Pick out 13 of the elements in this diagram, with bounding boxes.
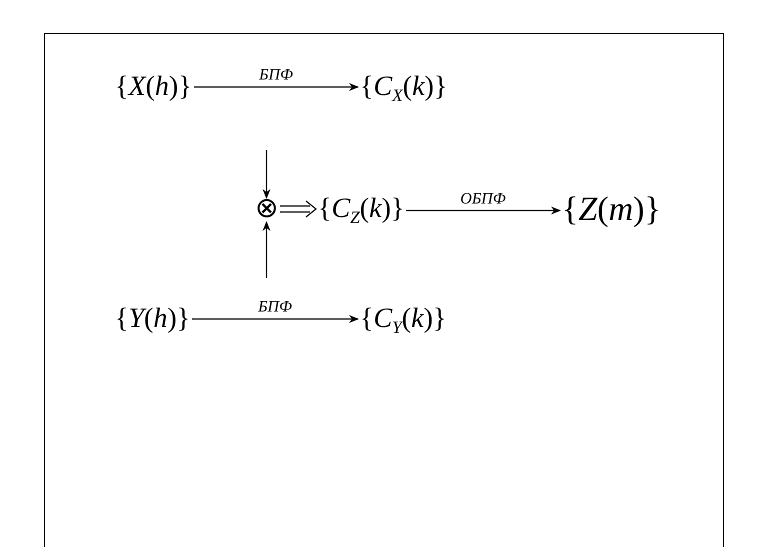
- formula: ⊗: [255, 192, 278, 226]
- arrow: [262, 221, 270, 278]
- arrow: [192, 315, 359, 323]
- formula: {X(h)}: [115, 70, 192, 104]
- formula: {Z(m)}: [562, 190, 661, 231]
- arrow: [406, 206, 561, 214]
- formula: {C$_{X}$(k)}: [360, 70, 448, 107]
- formula: {C$_{Y}$(k)}: [360, 302, 446, 339]
- formula: {C$_{Z}$(k)}: [318, 192, 404, 229]
- double-arrow: [279, 200, 317, 218]
- arrow: [194, 83, 359, 91]
- formula: {Y(h)}: [115, 302, 190, 336]
- arrow: [262, 150, 270, 199]
